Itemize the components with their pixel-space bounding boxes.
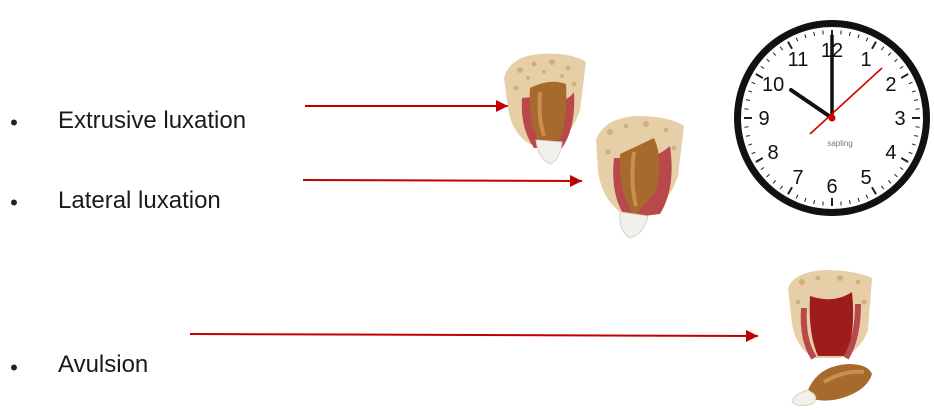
clock-numeral: 4 [885,142,896,164]
tooth-extrusive-illustration [500,48,590,166]
arrow-avulsion [190,334,758,336]
clock-numeral: 10 [762,74,784,96]
clock-numeral: 1 [860,49,871,71]
arrow-lateral [303,180,582,181]
clock-numeral: 5 [860,167,871,189]
wall-clock-icon: 121234567891011 sapling [728,18,934,218]
clock-numeral: 6 [826,176,837,198]
avulsed-tooth-illustration [788,360,874,410]
clock-numeral: 9 [758,108,769,130]
clock-numeral: 2 [885,74,896,96]
tooth-lateral-illustration [590,112,690,240]
avulsion-socket-illustration [784,268,876,360]
clock-brand: sapling [827,139,852,148]
clock-numeral: 7 [792,167,803,189]
clock-numeral: 8 [768,142,779,164]
clock-numeral: 11 [788,49,809,71]
clock-numeral: 3 [894,108,905,130]
